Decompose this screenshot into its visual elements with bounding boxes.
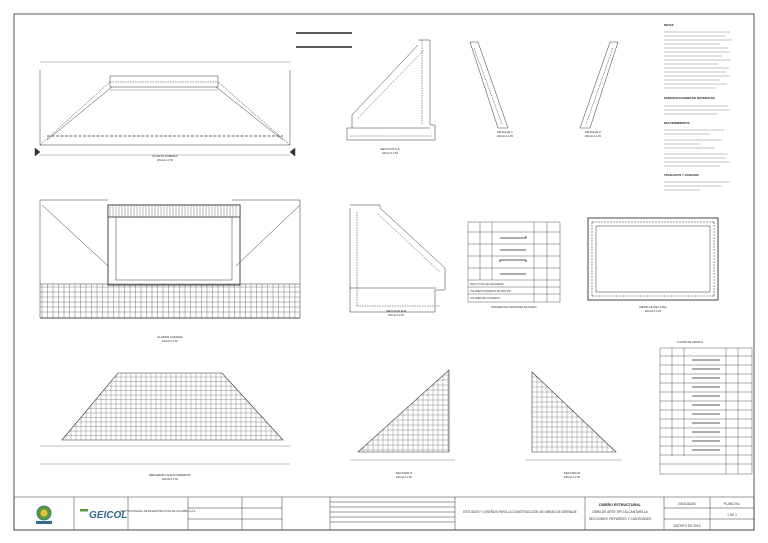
section-a bbox=[346, 39, 436, 141]
geicol-logo: GEICOL bbox=[80, 509, 127, 521]
elevation-title: ALZADO CAMARA bbox=[157, 335, 183, 339]
title-block bbox=[13, 496, 755, 531]
rebar-table-1-bars bbox=[499, 236, 527, 275]
detail-views bbox=[469, 41, 619, 129]
notes-cover-header: RECUBRIMIENTOS bbox=[664, 121, 690, 125]
geicol-logo-text: GEICOL bbox=[89, 510, 127, 521]
drawing-subtitle: OBRA DE ARTE TIPO ALCANTARILLA bbox=[592, 510, 648, 514]
notes-block: NOTAS ESPECIFICACIONES DE MATERIALES REC… bbox=[664, 23, 732, 191]
section-b-scale: ESCALA 1:50 bbox=[388, 313, 404, 317]
company-subtitle: GESTION INTEGRAL DE INFRAESTRUCTURA DE C… bbox=[120, 510, 196, 513]
drawing-subtitle-2: SECCIONES, REFUERZO Y CANTIDADES bbox=[589, 517, 651, 521]
wing-right-outline bbox=[525, 371, 622, 461]
slab-detail-title: DETALLE DE LOSA bbox=[640, 305, 667, 309]
wing-right-title: SECCION E bbox=[564, 471, 581, 475]
elevation-view bbox=[39, 199, 301, 319]
bar-details-top bbox=[296, 32, 352, 48]
drawing-title: DISEÑO ESTRUCTURAL bbox=[599, 502, 642, 507]
wing-mid-outline bbox=[350, 369, 455, 461]
table1-title: RESUMEN DE CANTIDADES DE ACERO bbox=[491, 306, 536, 309]
sheet-label: PLANO No. bbox=[724, 502, 741, 506]
slab-detail bbox=[587, 217, 719, 301]
plan-view bbox=[34, 61, 296, 157]
section-b bbox=[349, 204, 446, 313]
wing-mid-rebar-grid bbox=[360, 370, 449, 452]
wing-left-rebar-grid bbox=[65, 373, 282, 440]
detail1-scale: ESCALA 1:25 bbox=[497, 134, 513, 138]
notes-materials-header: ESPECIFICACIONES DE MATERIALES bbox=[664, 96, 715, 100]
elevation-rebar-grid bbox=[40, 284, 300, 318]
sheet-border bbox=[13, 13, 755, 531]
wing-left-scale: ESCALA 1:50 bbox=[162, 477, 178, 481]
elevation-scale: ESCALA 1:50 bbox=[162, 339, 178, 343]
wing-left-outline bbox=[40, 372, 290, 465]
notes-header: NOTAS bbox=[664, 23, 674, 27]
rebar-table-2 bbox=[659, 347, 753, 475]
detail2-scale: ESCALA 1:25 bbox=[585, 134, 601, 138]
wing-right-scale: ESCALA 1:50 bbox=[564, 475, 580, 479]
detail1-title: DETALLE 1 bbox=[497, 130, 513, 134]
rebar-table-1 bbox=[467, 221, 561, 303]
slab-detail-scale: ESCALA 1:25 bbox=[645, 309, 661, 313]
table1-footer-3: VOLUMEN DE CONCRETO bbox=[470, 297, 500, 300]
wing-right-rebar-grid bbox=[532, 376, 613, 452]
wing-mid-title: SECCION D bbox=[396, 471, 414, 475]
section-a-title: SECCION A-A bbox=[380, 147, 399, 151]
wing-left-title: REFUERZO ALETA INFERIOR bbox=[149, 473, 191, 477]
section-a-scale: ESCALA 1:50 bbox=[382, 151, 398, 155]
notes-laps-header: TRASLAPOS Y GANCHOS bbox=[664, 173, 699, 177]
client-logo bbox=[36, 505, 52, 524]
project-name: ESTUDIOS Y DISEÑOS PARA LA CONSTRUCCION … bbox=[463, 509, 577, 514]
detail2-title: DETALLE 2 bbox=[585, 130, 601, 134]
sheet-date: AGOSTO DE 2019 bbox=[674, 524, 701, 528]
elevation-top-rebar bbox=[109, 205, 237, 217]
plan-title: PLANTA CAMARA bbox=[153, 154, 178, 158]
wing-mid-scale: ESCALA 1:50 bbox=[396, 475, 412, 479]
plan-scale: ESCALA 1:50 bbox=[157, 158, 173, 162]
sheet-number: 1 DE 1 bbox=[727, 513, 737, 517]
sheet-scale: INDICADAS bbox=[678, 502, 695, 506]
table1-footer-2: VOLUMEN CONCRETO DE 3000 PSI bbox=[470, 290, 511, 293]
table1-footer-1: PESO TOTAL DEL REFUERZO bbox=[470, 283, 504, 286]
table2-title: CUADRO DE HIERROS bbox=[677, 341, 703, 344]
section-b-title: SECCION B-B bbox=[386, 309, 406, 313]
